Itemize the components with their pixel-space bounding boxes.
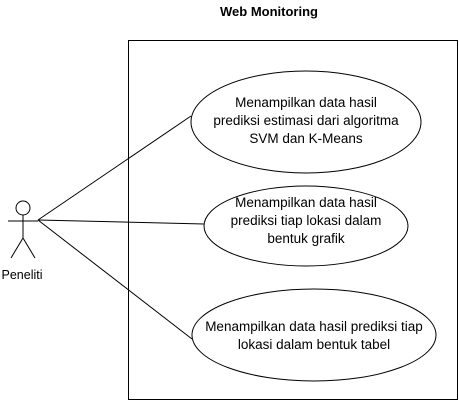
- actor-peneliti: [8, 200, 38, 259]
- use-case-2: Menampilkan data hasil prediksi tiap lok…: [203, 185, 409, 267]
- use-case-3-ellipse: [191, 288, 437, 382]
- actor-head: [15, 200, 31, 216]
- use-case-2-line-2: prediksi tiap lokasi dalam: [231, 213, 382, 228]
- association-line-3: [37, 219, 193, 340]
- actor-left-leg: [10, 237, 24, 259]
- use-case-3-line-1: Menampilkan data hasil prediksi tiap: [205, 319, 423, 334]
- use-case-3-line-2: lokasi dalam bentuk tabel: [238, 337, 390, 352]
- use-case-1-line-3: SVM dan K-Means: [249, 131, 363, 146]
- actor-right-leg: [22, 237, 36, 259]
- use-case-2-line-3: bentuk grafik: [267, 231, 345, 246]
- system-boundary: [128, 40, 458, 400]
- use-case-1: Menampilkan data hasil prediksi estimasi…: [190, 70, 422, 174]
- actor-label: Peneliti: [2, 268, 43, 282]
- use-case-1-line-2: prediksi estimasi dari algoritma: [213, 113, 399, 128]
- use-case-2-ellipse: [203, 185, 409, 267]
- use-case-1-line-1: Menampilkan data hasil: [235, 95, 377, 110]
- use-case-2-line-1: Menampilkan data hasil: [235, 195, 377, 210]
- use-case-3: Menampilkan data hasil prediksi tiap lok…: [191, 288, 437, 382]
- association-line-1: [37, 115, 192, 221]
- association-line-2: [37, 219, 205, 225]
- system-title: Web Monitoring: [220, 4, 318, 19]
- use-case-1-ellipse: [190, 70, 422, 174]
